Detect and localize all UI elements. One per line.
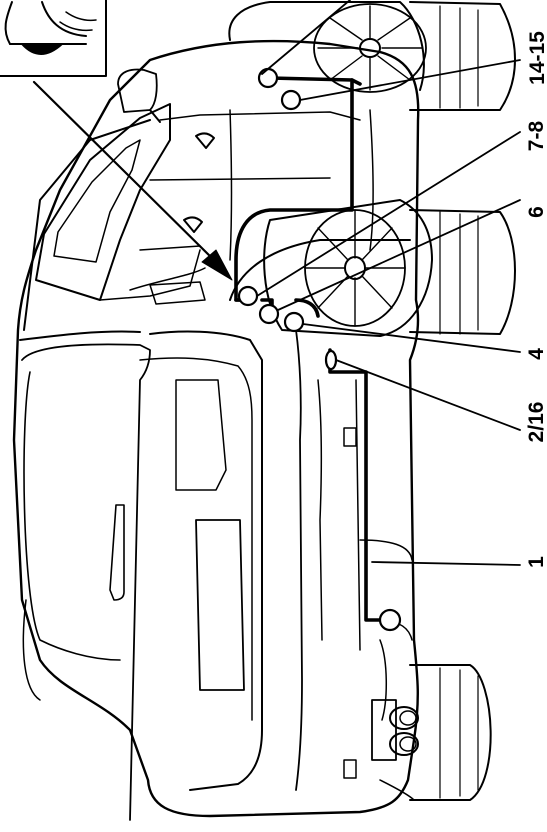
connectors — [237, 67, 402, 632]
connector-6 — [258, 303, 280, 325]
connector-4 — [283, 311, 305, 333]
connector-7 — [237, 285, 259, 307]
callout-7-8: 7-8 — [525, 120, 547, 152]
callout-14-15: 14-15 — [526, 31, 547, 85]
connector-2-16 — [324, 349, 338, 371]
callout-2-16: 2/16 — [525, 401, 547, 443]
rear-bottom-wheel — [409, 664, 492, 801]
rear-wheel — [228, 1, 516, 111]
exhaust-tips — [371, 699, 419, 761]
connector-15 — [280, 89, 302, 111]
pointer-arrow — [32, 80, 233, 281]
callout-1: 1 — [525, 556, 547, 568]
inset-detail — [0, 0, 107, 77]
leader-lines — [256, 0, 521, 566]
wiring-harness — [234, 76, 386, 622]
callout-6: 6 — [525, 206, 547, 218]
callout-4: 4 — [525, 348, 547, 360]
car-body — [12, 39, 420, 821]
connector-1 — [378, 608, 402, 632]
connector-14 — [257, 67, 279, 89]
